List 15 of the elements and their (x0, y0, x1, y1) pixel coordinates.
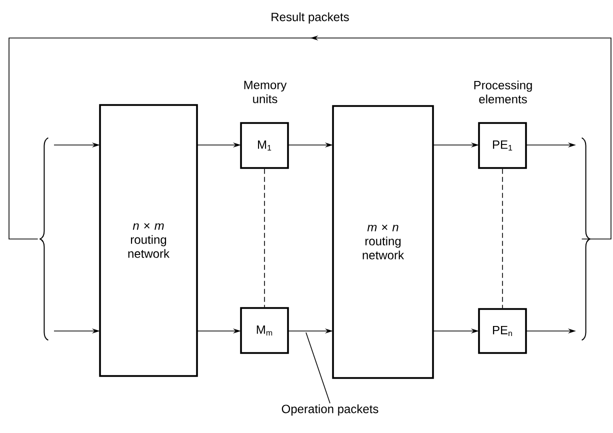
brace (581, 137, 590, 341)
unit-box: M$_{1}$ (240, 122, 289, 169)
dashed-line (264, 168, 265, 308)
routing-network-box: m × n routing network (332, 105, 434, 379)
unit-box: M$_{m}$ (240, 307, 289, 354)
column-heading: Memory units (244, 80, 287, 104)
brace (40, 137, 49, 341)
edge-label: Result packets (272, 12, 349, 24)
routing-network-box: n × m routing network (99, 104, 198, 377)
dashed-line (502, 168, 503, 308)
leader-line (306, 332, 330, 404)
caption-text: Operation packets (282, 404, 378, 416)
column-heading: Processing elements (474, 80, 532, 104)
unit-box: PE$_{1}$ (478, 122, 527, 169)
unit-box: PE$_{n}$ (478, 308, 527, 354)
